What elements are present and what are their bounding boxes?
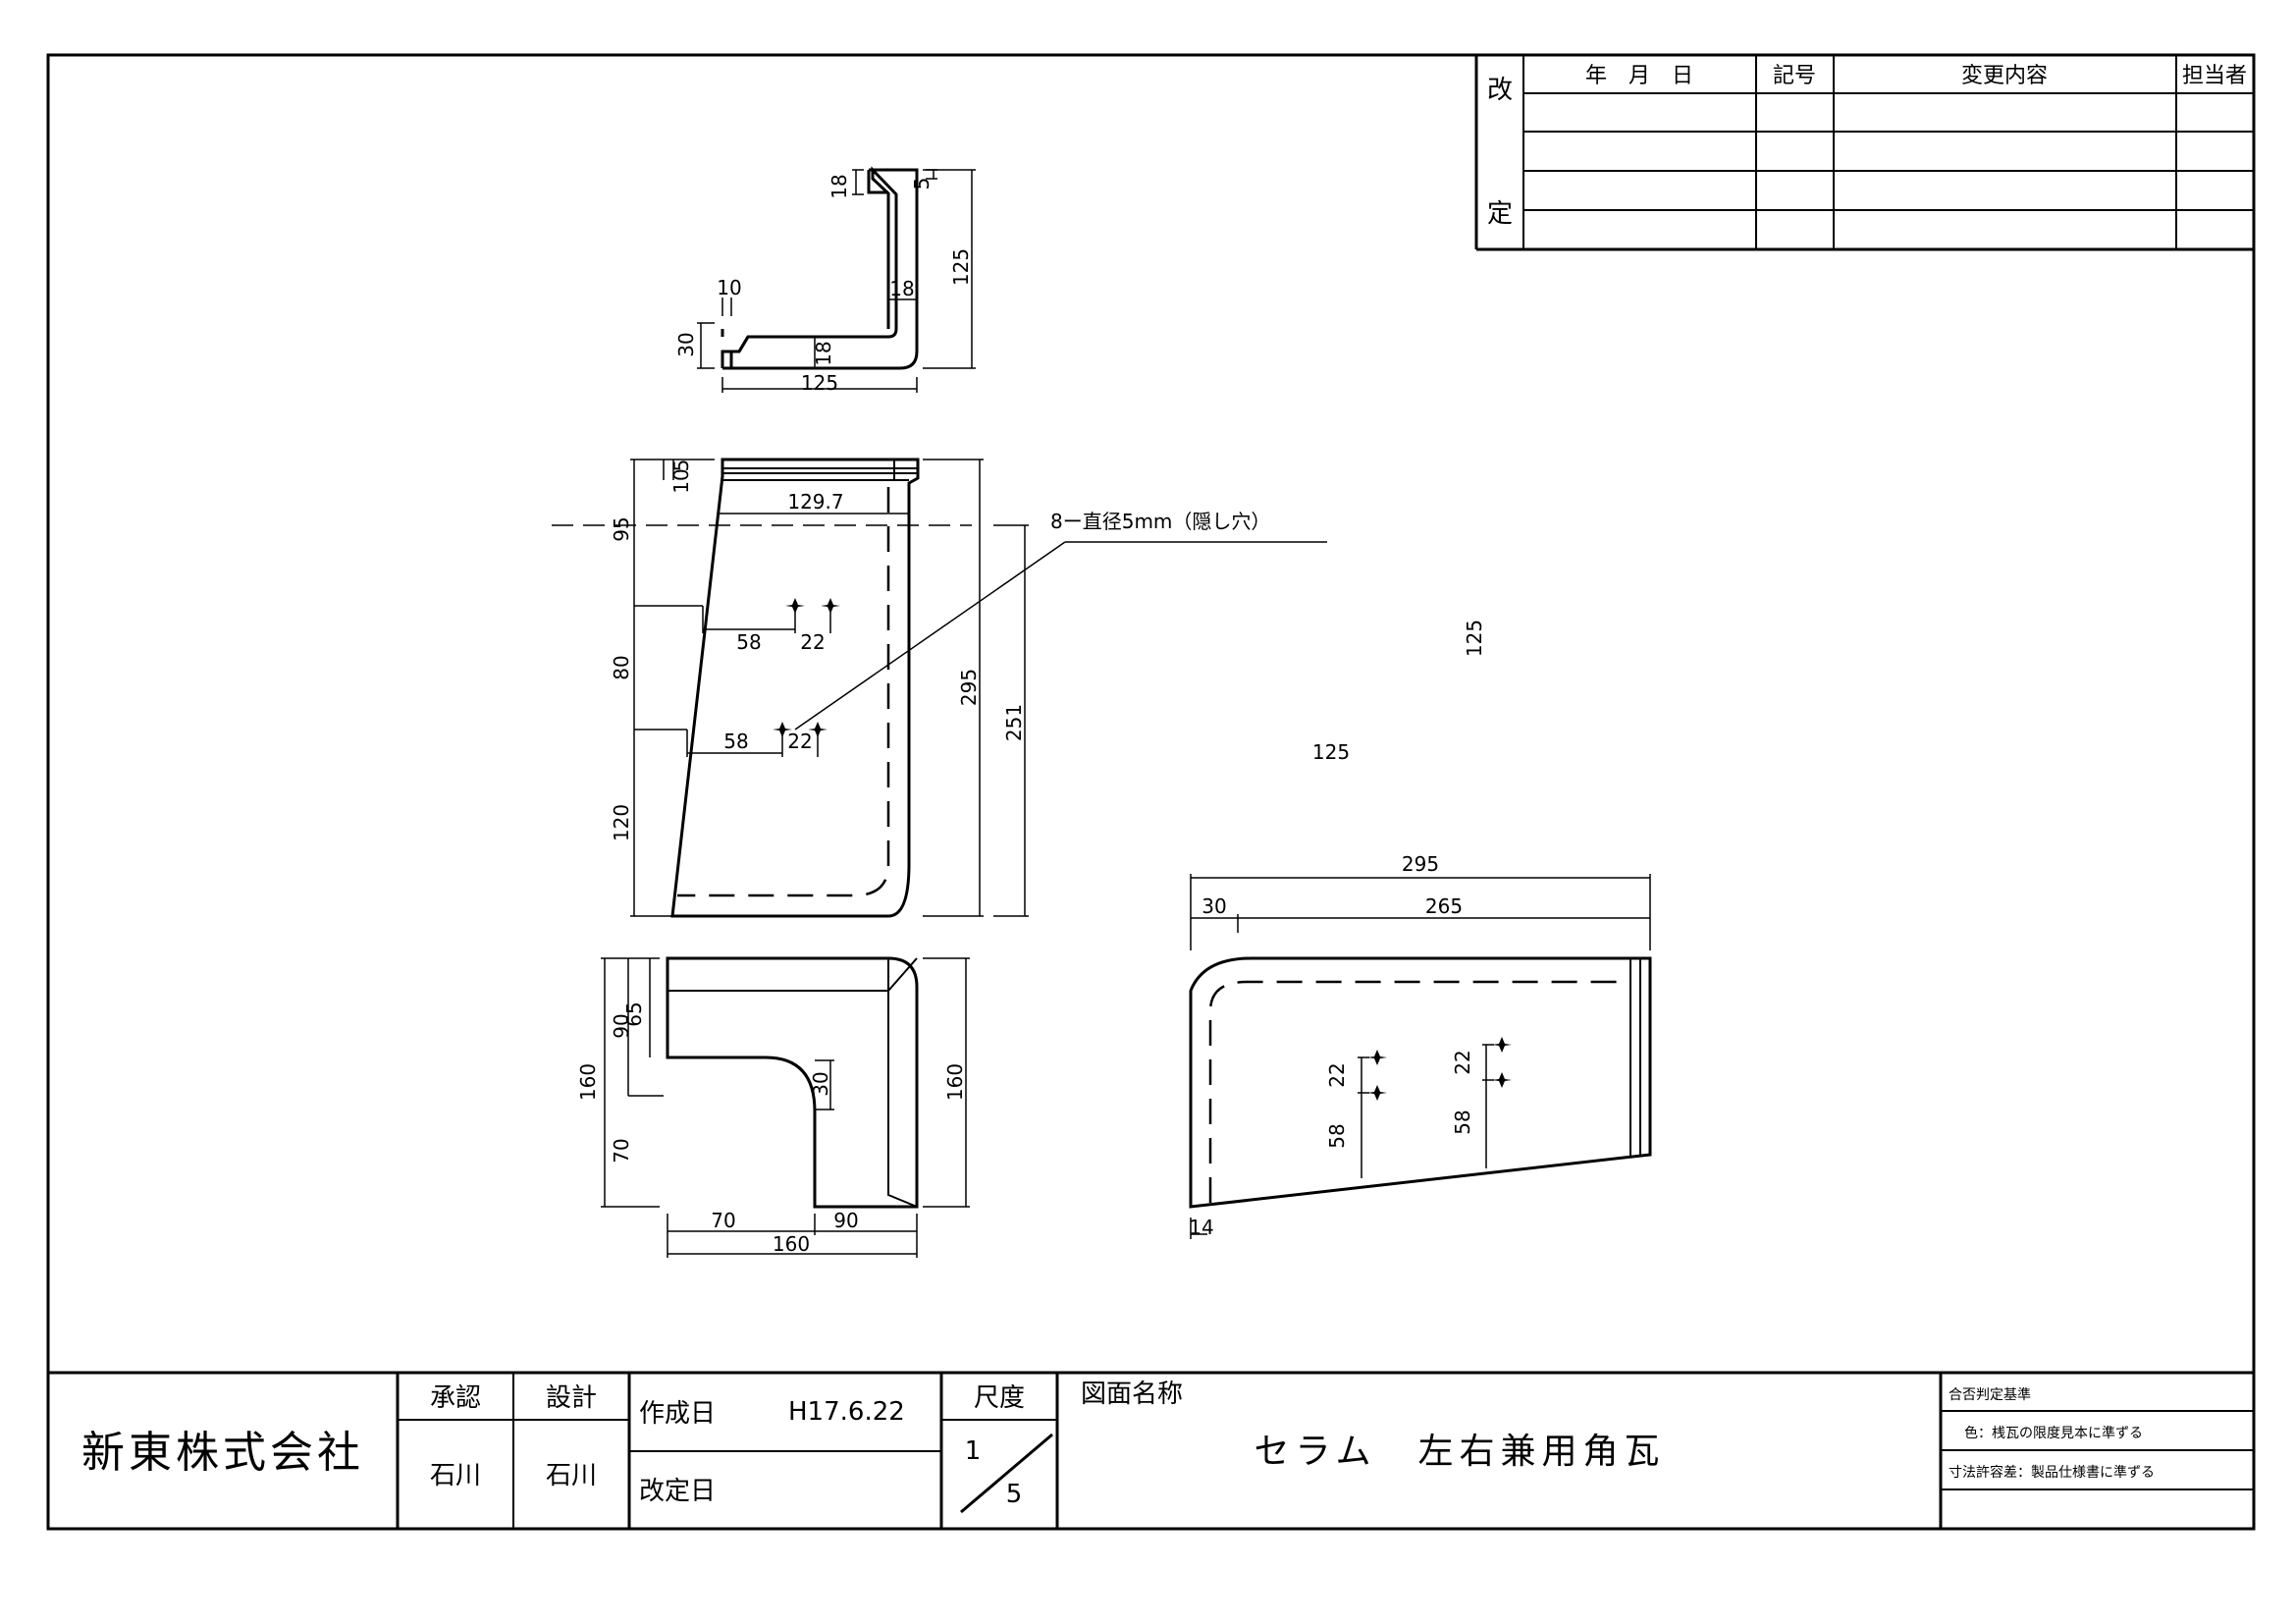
drawing-name: セラム 左右兼用角瓦 <box>1255 1432 1666 1472</box>
scale-label: 尺度 <box>974 1383 1025 1413</box>
dim-side-bottom-step: 14 <box>1189 1216 1213 1239</box>
revision-side-label-bottom: 定 <box>1487 199 1513 229</box>
top-view <box>666 956 919 1209</box>
scale-numerator: 1 <box>965 1436 982 1466</box>
dim-front-hole-pitch-2: 22 <box>787 730 812 753</box>
dim-side-offset-2: 58 <box>1451 1110 1474 1134</box>
side-view-dim-lines <box>1190 874 1651 1239</box>
criteria-label: 合否判定基準 <box>1949 1386 2031 1403</box>
dim-front-top-a: 5 <box>669 460 693 472</box>
dim-top-upper-inner: 65 <box>622 1001 646 1026</box>
dim-side-front: 30 <box>1201 894 1226 918</box>
dim-section-top-lip: 18 <box>828 174 851 198</box>
dim-section-top-step: 5 <box>910 178 934 190</box>
criteria-item-color: 色：桟瓦の限度見本に準ずる <box>1964 1425 2143 1441</box>
section-view <box>721 166 919 370</box>
dim-front-hole-pitch-1: 22 <box>800 630 825 654</box>
section-view-dim-lines <box>697 169 976 393</box>
front-view <box>670 458 920 918</box>
dim-top-total: 160 <box>576 1063 600 1101</box>
dim-front-middle: 80 <box>610 655 633 679</box>
dim-top-lower: 70 <box>610 1138 633 1163</box>
dim-top-bottom-total: 160 <box>773 1232 810 1256</box>
title-block-grid <box>48 1371 2254 1529</box>
top-view-dim-lines <box>601 957 970 1258</box>
side-view-holes <box>1367 1037 1512 1101</box>
created-date: H17.6.22 <box>788 1397 905 1427</box>
sheet-border <box>46 53 2256 1531</box>
dim-side-offset-1: 58 <box>1325 1123 1349 1148</box>
dim-section-height: 125 <box>949 248 973 286</box>
dim-floating-vertical: 125 <box>1463 620 1486 657</box>
hole-note: 8ー直径5mm（隠し穴） <box>1050 510 1270 533</box>
dim-side-total-length: 295 <box>1402 852 1439 876</box>
dim-section-front-height: 30 <box>674 332 698 356</box>
dim-front-upper: 95 <box>610 516 633 541</box>
dim-top-upper: 90 <box>610 1013 633 1038</box>
revised-label: 改定日 <box>639 1477 716 1506</box>
revision-header-symbol: 記号 <box>1773 64 1816 88</box>
dim-side-rear: 265 <box>1425 894 1463 918</box>
dim-top-bottom-right: 90 <box>833 1209 858 1232</box>
dim-front-hole-offset-1: 58 <box>736 630 761 654</box>
revision-table <box>1474 55 2254 251</box>
drawing-name-label: 図面名称 <box>1081 1380 1183 1409</box>
dim-floating-horizontal: 125 <box>1312 740 1350 764</box>
design-name: 石川 <box>546 1461 597 1490</box>
dim-side-pitch-2: 22 <box>1451 1050 1474 1074</box>
revision-side-label-top: 改 <box>1487 76 1513 105</box>
revision-header-content: 変更内容 <box>1961 64 2048 88</box>
revision-header-person: 担当者 <box>2182 64 2247 88</box>
revision-header-date: 年 月 日 <box>1585 64 1693 88</box>
dim-front-lower: 120 <box>610 804 633 841</box>
dim-top-right-total: 160 <box>943 1063 967 1101</box>
side-view <box>1189 956 1652 1209</box>
created-label: 作成日 <box>639 1399 716 1429</box>
dim-front-top-width: 129.7 <box>787 490 843 514</box>
design-label: 設計 <box>546 1383 597 1413</box>
company-name: 新東株式会社 <box>81 1428 364 1478</box>
scale-denominator: 5 <box>1006 1480 1023 1509</box>
dim-top-notch: 30 <box>809 1071 832 1096</box>
dim-front-total-height: 295 <box>957 669 981 706</box>
dim-section-wall: 18 <box>889 277 914 300</box>
front-view-dim-lines <box>552 459 1327 917</box>
approval-name: 石川 <box>430 1461 481 1490</box>
dim-front-top-b: 10 <box>669 468 693 493</box>
dim-front-hole-offset-2: 58 <box>723 730 748 753</box>
dim-side-pitch-1: 22 <box>1325 1062 1349 1087</box>
criteria-item-tolerance: 寸法許容差：製品仕様書に準ずる <box>1949 1464 2155 1481</box>
dim-section-front-lip: 10 <box>717 276 741 299</box>
dim-top-bottom-left: 70 <box>711 1209 735 1232</box>
dim-front-inner-height: 251 <box>1002 704 1026 741</box>
dim-section-width: 125 <box>801 371 838 395</box>
front-view-holes <box>773 598 840 737</box>
dim-section-bottom: 18 <box>812 341 835 365</box>
approval-label: 承認 <box>430 1383 481 1413</box>
